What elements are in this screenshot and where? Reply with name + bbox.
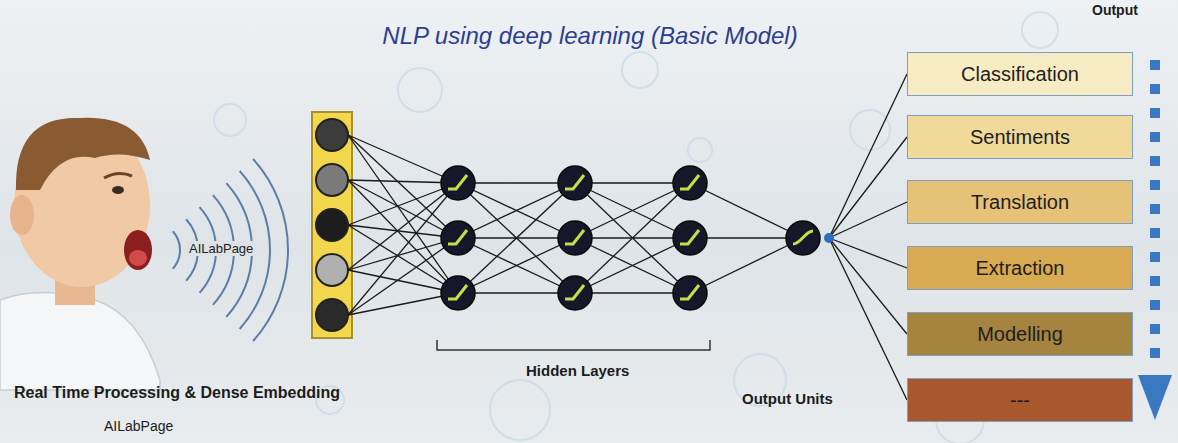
neuron-body xyxy=(786,221,820,255)
neuron xyxy=(441,221,475,255)
output-label: Classification xyxy=(961,63,1079,86)
neuron-body xyxy=(441,221,475,255)
output-box: Sentiments xyxy=(907,115,1133,159)
connection-line xyxy=(575,183,690,238)
connection-line xyxy=(575,238,690,293)
caption-label: Real Time Processing & Dense Embedding xyxy=(14,384,340,402)
connection-line xyxy=(575,183,690,238)
activation-curve xyxy=(448,175,467,189)
connection-line xyxy=(575,238,690,293)
neuron-body xyxy=(558,166,592,200)
wave-label: AILabPage xyxy=(186,241,256,256)
activation-curve xyxy=(680,230,699,244)
output-label: Modelling xyxy=(977,323,1063,346)
connection-line xyxy=(458,183,575,238)
sound-wave xyxy=(173,231,180,268)
output-link xyxy=(829,238,907,400)
output-box: Classification xyxy=(907,52,1133,96)
sound-wave xyxy=(253,159,288,341)
activation-curve xyxy=(565,285,584,299)
neuron xyxy=(673,221,707,255)
activation-curve xyxy=(680,175,699,189)
output-label: Extraction xyxy=(976,257,1065,280)
boy xyxy=(0,118,160,390)
activation-curve xyxy=(680,285,699,299)
neuron xyxy=(441,276,475,310)
watermark: AILabPage xyxy=(104,418,173,434)
output-link xyxy=(829,202,907,238)
connection-line xyxy=(458,238,575,293)
neuron xyxy=(558,166,592,200)
neuron-body xyxy=(441,166,475,200)
connection-line xyxy=(458,183,575,238)
sound-waves xyxy=(173,159,288,341)
connection-line xyxy=(690,238,803,293)
layer-label: Hidden Layers xyxy=(526,362,629,379)
connection-line xyxy=(458,238,575,293)
activation-curve xyxy=(448,230,467,244)
output-box: Modelling xyxy=(907,312,1133,356)
scroll-indicator xyxy=(1138,60,1172,420)
output-box: Extraction xyxy=(907,246,1133,290)
neuron-body xyxy=(441,276,475,310)
neuron xyxy=(786,221,820,255)
neuron xyxy=(441,166,475,200)
output-link xyxy=(829,74,907,238)
neuron xyxy=(558,276,592,310)
neuron xyxy=(673,166,707,200)
heading-label: Output xyxy=(1092,2,1138,18)
connection-line xyxy=(348,238,458,315)
neuron xyxy=(558,221,592,255)
output-label: Translation xyxy=(971,191,1069,214)
output-box: --- xyxy=(907,378,1133,422)
output-label: --- xyxy=(1010,389,1030,412)
title: NLP using deep learning (Basic Model) xyxy=(0,22,1178,50)
activation-curve xyxy=(565,175,584,189)
activation-curve xyxy=(448,285,467,299)
neuron-body xyxy=(558,276,592,310)
output-box: Translation xyxy=(907,180,1133,224)
output-link xyxy=(829,137,907,238)
connection-line xyxy=(348,135,458,293)
output-label: Sentiments xyxy=(970,126,1070,149)
output-dot xyxy=(824,233,834,243)
activation-curve xyxy=(565,230,584,244)
activation-curve xyxy=(793,231,813,244)
neuron-body xyxy=(673,166,707,200)
connection-line xyxy=(348,183,458,270)
connection-line xyxy=(690,183,803,238)
neuron-body xyxy=(673,276,707,310)
input-layer xyxy=(312,112,352,338)
layer-label: Output Units xyxy=(742,390,833,407)
neuron-body xyxy=(673,221,707,255)
neuron-body xyxy=(558,221,592,255)
hidden-layers-bracket xyxy=(437,340,710,350)
neuron xyxy=(673,276,707,310)
